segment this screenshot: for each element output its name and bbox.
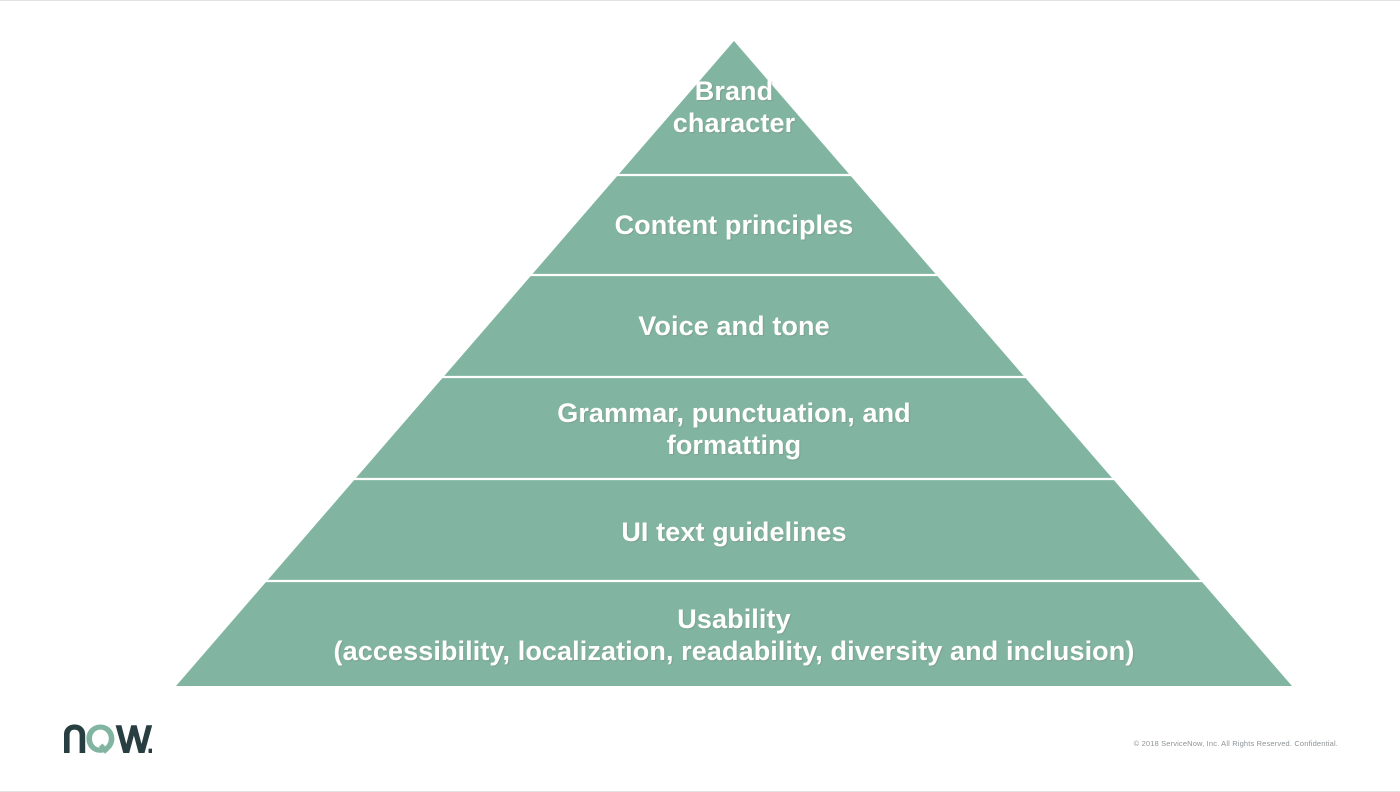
pyramid-body (176, 41, 1292, 686)
pyramid-diagram: Brand character Content principles Voice… (176, 41, 1292, 686)
now-logo-mark (64, 724, 152, 754)
pyramid-dividers (265, 173, 1203, 583)
logo-letter-n (64, 724, 86, 753)
copyright-notice: © 2018 ServiceNow, Inc. All Rights Reser… (1133, 739, 1338, 748)
pyramid-tier-grammar-punctuation-formatting: Grammar, punctuation, and formatting (557, 398, 911, 460)
pyramid-tier-usability: Usability (accessibility, localization, … (333, 603, 1135, 666)
logo-letter-o (86, 724, 115, 753)
pyramid-tier-labels: Brand character Content principles Voice… (176, 41, 1292, 686)
logo-letter-o-tail (98, 743, 109, 754)
logo-letter-w (115, 725, 152, 753)
now-logo (62, 723, 152, 757)
pyramid-tier-content-principles: Content principles (614, 210, 854, 241)
logo-period (148, 748, 152, 753)
pyramid-tier-voice-and-tone: Voice and tone (638, 311, 830, 342)
pyramid-tier-brand-character: Brand character (672, 76, 796, 138)
pyramid-shape (176, 41, 1292, 686)
pyramid-tier-ui-text-guidelines: UI text guidelines (621, 517, 847, 548)
